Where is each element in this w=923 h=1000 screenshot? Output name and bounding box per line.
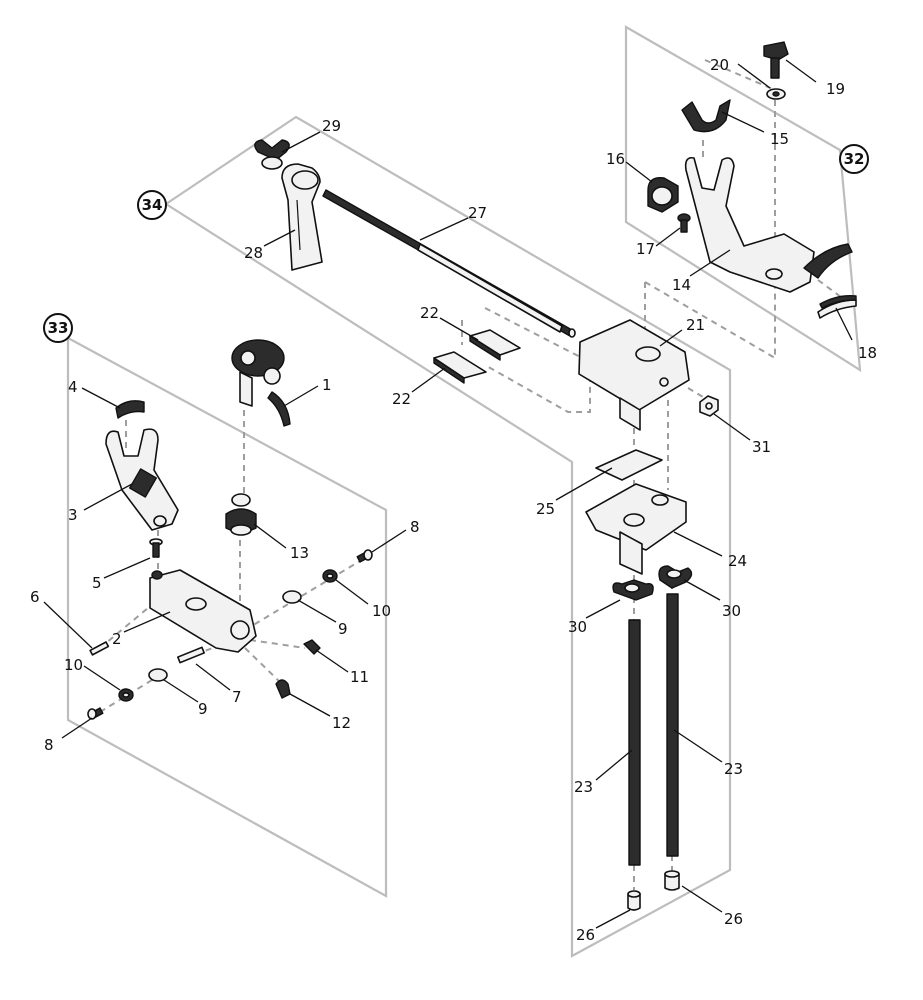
label-23-left: 23 [574,778,593,796]
part-7-pin [177,646,205,664]
label-22-upper: 22 [420,304,439,322]
part-27-threaded-rod [322,189,576,338]
label-11: 11 [350,668,369,686]
label-28: 28 [244,244,263,262]
label-16: 16 [606,150,625,168]
label-9-right: 9 [338,620,348,638]
callout-32-text: 32 [844,150,865,168]
part-15-cradle-pad [681,99,731,133]
part-23-threaded-post-right [666,593,679,857]
label-5: 5 [92,574,102,592]
label-26-left: 26 [576,926,595,944]
assembly-frame-33 [66,336,388,898]
part-8-screw-right [356,549,373,563]
label-8-right: 8 [410,518,420,536]
part-26-cap-left [627,890,641,911]
assembly-frame-32 [624,25,862,373]
part-4-pad [115,400,145,419]
label-9-left: 9 [198,700,208,718]
label-18: 18 [858,344,877,362]
label-4: 4 [68,378,78,396]
label-25: 25 [536,500,555,518]
part-31-nut [699,395,719,417]
label-10-right: 10 [372,602,391,620]
label-14: 14 [672,276,691,294]
label-31: 31 [752,438,771,456]
part-9-washer-left [148,668,168,682]
label-20: 20 [710,56,729,74]
part-17-screw [677,213,691,233]
part-19-thumb-screw [763,41,789,79]
label-15: 15 [770,130,789,148]
part-2-base-arm [149,569,257,653]
label-3: 3 [68,506,78,524]
leader-lines [43,59,853,929]
label-27: 27 [468,204,487,222]
part-8-screw-left [87,707,104,720]
label-1: 1 [322,376,332,394]
label-22-lower: 22 [392,390,411,408]
part-11-wing-screw [303,639,321,655]
part-22-pad-upper [469,329,521,361]
label-13: 13 [290,544,309,562]
part-10-lock-washer-right [322,569,338,583]
callout-34-text: 34 [142,196,163,214]
part-29-wing-nut [254,139,290,170]
part-25-plate [595,449,663,481]
part-30-wing-nut-left [612,579,654,601]
label-23-right: 23 [724,760,743,778]
assembly-frame-34 [163,115,732,958]
part-10-lock-washer-left [118,688,134,702]
label-24: 24 [728,552,747,570]
part-14-front-cradle [684,156,853,293]
label-2: 2 [112,630,122,648]
part-24-base-block [585,483,687,575]
part-5-screw [149,538,163,558]
part-28-upright [281,163,323,271]
part-3-fork [105,428,179,531]
label-30-right: 30 [722,602,741,620]
part-23-threaded-post-left [628,619,641,866]
part-12-wing-screw [275,679,291,699]
part-13-knob [225,493,257,536]
label-21: 21 [686,316,705,334]
label-19: 19 [826,80,845,98]
callout-33-text: 33 [48,319,69,337]
label-8-left: 8 [44,736,54,754]
label-10-left: 10 [64,656,83,674]
callout-33: 33 [43,313,73,343]
label-30-left: 30 [568,618,587,636]
part-1-clamp-head [231,339,291,427]
label-6: 6 [30,588,40,606]
label-12: 12 [332,714,351,732]
part-20-washer [766,88,786,100]
label-7: 7 [232,688,242,706]
callout-34: 34 [137,190,167,220]
part-16-cap [647,177,679,213]
part-26-cap-right [664,870,680,891]
part-9-washer-right [282,590,302,604]
part-6-pin [89,641,110,656]
part-22-pad-lower [433,351,487,384]
part-30-wing-nut-right [658,565,693,589]
callout-32: 32 [839,144,869,174]
label-17: 17 [636,240,655,258]
part-18-clip [817,294,857,319]
part-21-rear-block [578,319,690,431]
label-29: 29 [322,117,341,135]
label-26-right: 26 [724,910,743,928]
